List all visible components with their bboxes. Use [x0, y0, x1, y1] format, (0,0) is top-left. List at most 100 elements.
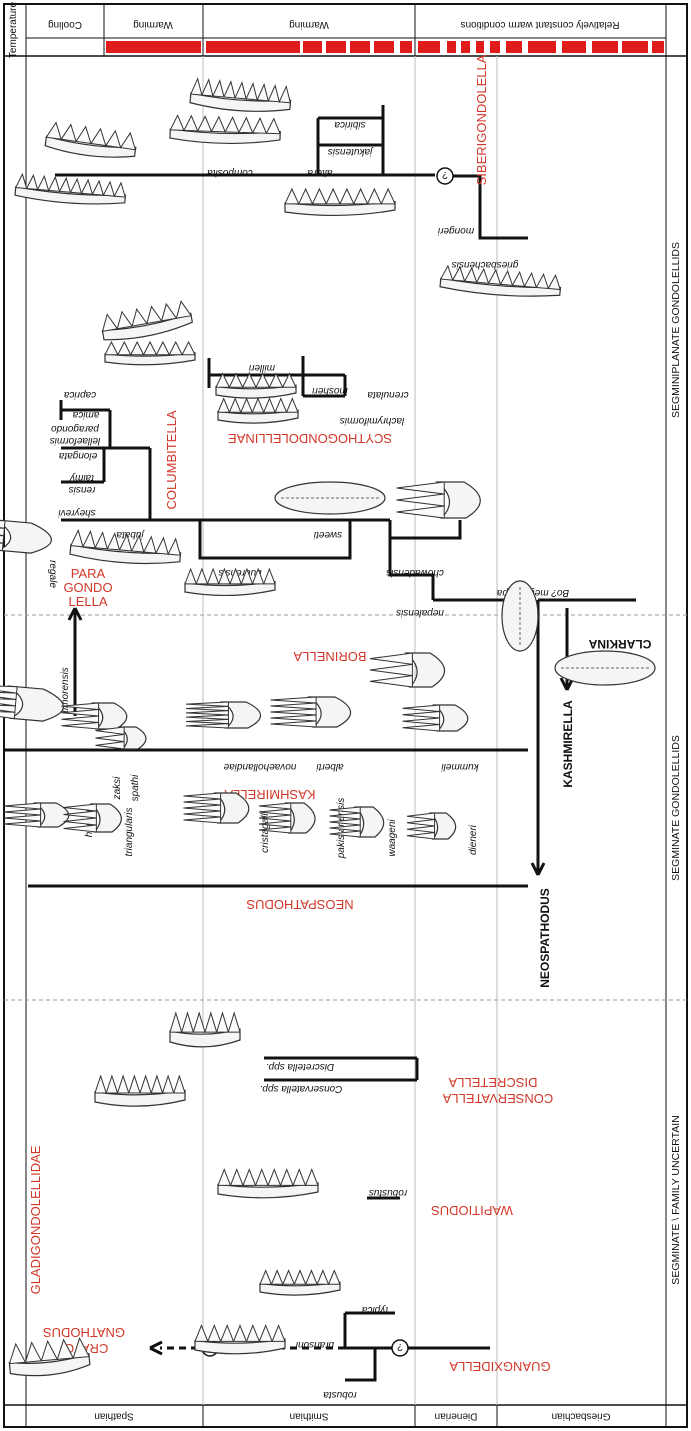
- genus-neospathodus-black: NEOSPATHODUS: [538, 888, 552, 988]
- temperature-axis-label: Temperature: [8, 1, 19, 58]
- temperature-bar-segment: [562, 41, 586, 53]
- genus-wapitiodus: WAPITIODUS: [431, 1203, 513, 1218]
- stage-label-spathian: Spathian: [94, 1410, 133, 1421]
- species-sibirica: sibirica: [334, 119, 366, 130]
- fossil-composita: [15, 174, 127, 208]
- fossil-zaksi: [62, 703, 127, 729]
- genus-guangxidella: GUANGXIDELLA: [449, 1359, 550, 1374]
- regime-label-warming-2: Warming: [289, 19, 329, 30]
- genus-conservatella: CONSERVATELLA: [442, 1091, 553, 1106]
- fossil-crenulata: [216, 374, 296, 399]
- species-mongeri: mongeri: [437, 225, 474, 236]
- genus-neospathodus-red: NEOSPATHODUS: [246, 897, 353, 912]
- family-gladigondolellidae: GLADIGONDOLELLIDAE: [28, 1145, 43, 1294]
- genus-scythogondolellinae: SCYTHOGONDOLELLINAE: [228, 431, 392, 446]
- group-label-segminiplanate: SEGMINIPLANATE GONDOLELLIDS: [670, 242, 682, 418]
- fossil-sweeti-platform: [275, 482, 385, 514]
- species-sheyrevi: sheyrevi: [58, 507, 96, 518]
- fossil-typica: [260, 1271, 340, 1296]
- species-mosheri: mosheri: [311, 385, 347, 396]
- species-spathi: spathi: [130, 774, 141, 801]
- fossil-homeri: [4, 803, 69, 827]
- species-milleri: milleri: [248, 362, 275, 373]
- species-elongata: elongata: [58, 450, 97, 461]
- fossil-spathi: [96, 727, 146, 749]
- species-alberti: alberti: [316, 761, 344, 772]
- species-griesbachensis: griesbachensis: [452, 259, 519, 270]
- conodont-element-illustrations: [0, 78, 655, 1378]
- species-novaehollandiae: novaehollandiae: [223, 761, 296, 772]
- species-zaksi: zaksi: [112, 776, 123, 801]
- fossil-robustus: [218, 1170, 318, 1198]
- genus-cratognathodus-2: GNATHODUS: [43, 1325, 125, 1340]
- species-robustus: robustus: [369, 1187, 407, 1198]
- species-taimyrensis-2: rensis: [69, 484, 96, 495]
- genus-paragondolella-1: PARA: [71, 566, 106, 581]
- fossil-alberti: [271, 697, 351, 727]
- species-bransoni: bransoni: [295, 1339, 334, 1350]
- species-kummeli: kummeli: [441, 761, 479, 772]
- fossil-milleri-lower: [105, 342, 195, 365]
- species-triangularis: triangularis: [124, 808, 135, 857]
- species-paragondo: paragondo: [51, 423, 100, 434]
- species-dieneri: dieneri: [468, 824, 479, 855]
- fossil-cristagalli: [184, 793, 249, 823]
- fossil-novaehollandiae: [186, 702, 261, 728]
- temperature-bar-segment: [326, 41, 346, 53]
- temperature-bar-segment: [528, 41, 556, 53]
- fossil-lachrymiformis: [218, 399, 298, 424]
- species-discretella: Discretella spp.: [266, 1061, 334, 1072]
- species-typica: typica: [362, 1304, 389, 1315]
- temperature-bar-segment: [622, 41, 648, 53]
- temperature-bar-segment: [506, 41, 522, 53]
- regime-label-constant-warm: Relatively constant warm conditions: [461, 19, 620, 30]
- temperature-bar-segment: [447, 41, 456, 53]
- group-label-segminate-uncertain: SEGMINATE \ FAMILY UNCERTAIN: [670, 1115, 682, 1284]
- stage-label-smithian: Smithian: [290, 1410, 329, 1421]
- species-waageni: waageni: [387, 819, 398, 857]
- temperature-bar-segment: [303, 41, 322, 53]
- fossil-chowadensis: [397, 482, 481, 518]
- temperature-regime-labels: Cooling Warming Warming Relatively const…: [48, 19, 619, 30]
- fossil-sibirica: [190, 78, 292, 115]
- genus-paragondolella-3: LELLA: [68, 594, 107, 609]
- species-altera: altera: [307, 167, 332, 178]
- genus-columbitella: COLUMBITELLA: [164, 410, 179, 509]
- temperature-bar-segment: [374, 41, 394, 53]
- fossil-altera: [45, 121, 138, 162]
- temperature-bar-segment: [652, 41, 664, 53]
- species-jubata: jubata: [116, 529, 146, 540]
- species-crenulata: crenulata: [367, 389, 409, 400]
- fossil-mongeri: [285, 189, 395, 215]
- genus-clarkina: CLARKINA: [588, 637, 651, 651]
- fossil-cratognathodus: [8, 1338, 91, 1379]
- species-regale: regale: [47, 560, 58, 588]
- fossil-conservatella: [95, 1076, 185, 1106]
- species-taimyrensis-1: taimy: [69, 472, 94, 483]
- uncertain-mark-2: ?: [397, 1341, 403, 1352]
- fossil-clarkina-platform: [555, 651, 655, 685]
- genus-discretella: DISCRETELLA: [448, 1075, 537, 1090]
- temperature-bar-segment: [592, 41, 618, 53]
- species-composita: composita: [207, 167, 253, 178]
- species-lachrymiformis: lachrymiformis: [340, 415, 404, 426]
- species-amica: amica: [72, 409, 99, 420]
- temperature-bar-segment: [490, 41, 500, 53]
- genus-siberigondolella: SIBERIGONDOLELLA: [474, 54, 489, 185]
- fossil-jakutensis: [170, 115, 281, 145]
- uncertain-mark-1: ?: [442, 169, 448, 180]
- stage-labels: Spathian Smithian Dienerian Griesbachian: [94, 1410, 610, 1421]
- fossil-milleri-upper: [100, 300, 194, 344]
- temperature-bar-segment: [350, 41, 370, 53]
- temperature-bar-track: [106, 41, 664, 53]
- fossil-kummeli: [403, 705, 468, 731]
- genus-borinella: BORINELLA: [293, 649, 366, 664]
- species-robusta: robusta: [323, 1389, 357, 1400]
- fossil-megacuspa: [502, 581, 538, 651]
- group-label-segminate: SEGMINATE GONDOLELLIDS: [670, 735, 682, 881]
- species-chowadensis: chowadensis: [386, 567, 444, 578]
- genus-kashmirella-black: KASHMIRELLA: [561, 700, 575, 788]
- species-jakutensis: jakutensis: [328, 146, 374, 157]
- fossil-bransoni: [195, 1326, 285, 1354]
